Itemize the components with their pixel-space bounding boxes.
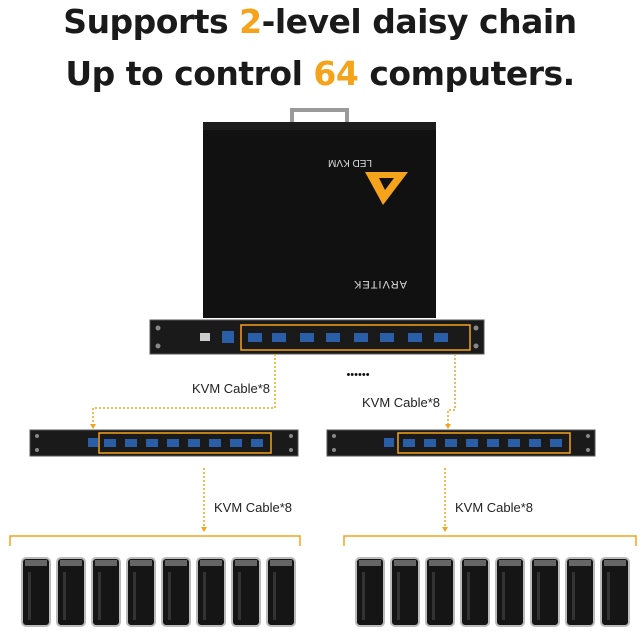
kvm-lid-edge [203,122,436,130]
device-handle [290,108,349,124]
kvm-lid [203,122,436,318]
cable-label: KVM Cable*8 [214,500,293,515]
headline-highlight-levels: 2 [239,2,262,41]
computer-tower-icon [161,557,191,627]
vga-ports [248,333,448,342]
brand-logo-inner [379,178,394,190]
computer-group-left [21,557,296,627]
lid-logo-text: LED KVM [328,157,372,168]
headline-text: Supports [63,2,240,41]
computer-tower-icon [495,557,525,627]
cable-label: KVM Cable*8 [455,500,534,515]
headline-line-2: Up to control 64 computers. [0,54,640,93]
computer-tower-icon [21,557,51,627]
cable-lines-top [92,354,456,425]
cable-label: KVM Cable*8 [362,395,441,410]
more-units-ellipsis: •••••• [346,369,369,381]
cable-lines-bottom [203,468,446,528]
headline-line-1: Supports 2-level daisy chain [0,2,640,41]
computer-tower-icon [600,557,630,627]
computer-tower-icon [565,557,595,627]
computer-tower-icon [355,557,385,627]
computer-group-right [355,557,630,627]
headline-text: -level daisy chain [261,2,578,41]
computer-tower-icon [266,557,296,627]
headline-text: computers. [358,54,575,93]
computer-tower-icon [460,557,490,627]
headline-highlight-count: 64 [313,54,359,93]
computer-tower-icon [56,557,86,627]
computer-tower-icon [126,557,156,627]
brand-logo-icon [365,172,408,205]
computer-tower-icon [91,557,121,627]
computer-tower-icon [231,557,261,627]
computer-tower-icon [196,557,226,627]
cable-label: KVM Cable*8 [192,381,271,396]
headline-text: Up to control [65,54,314,93]
computer-tower-icon [530,557,560,627]
lid-brand-text: ARVITEK [353,278,407,290]
computer-tower-icon [425,557,455,627]
computer-group-bracket-left [9,535,301,546]
computer-group-bracket-right [343,535,637,546]
computer-tower-icon [390,557,420,627]
port-group-highlight [240,324,471,351]
